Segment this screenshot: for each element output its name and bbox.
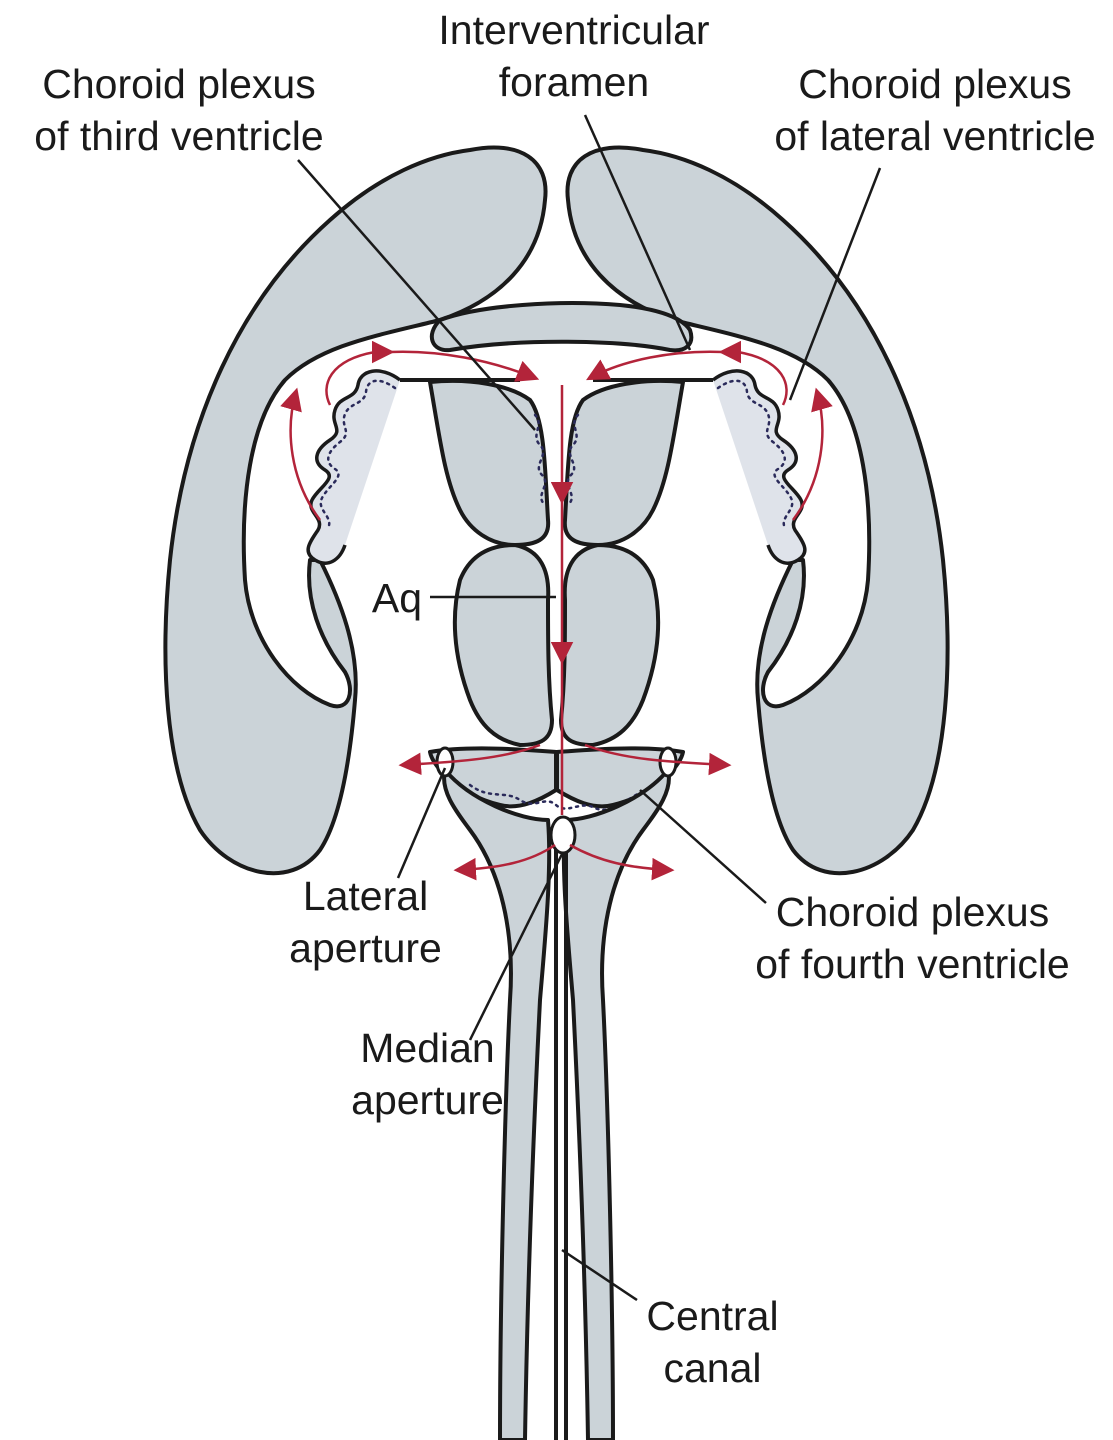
label-choroid-plexus-fourth-line2: of fourth ventricle: [740, 938, 1085, 990]
label-choroid-plexus-lateral-line1: Choroid plexus: [760, 58, 1110, 110]
label-median-aperture: Median aperture: [340, 1022, 515, 1126]
label-choroid-plexus-lateral: Choroid plexus of lateral ventricle: [760, 58, 1110, 162]
label-interventricular-foramen: Interventricular foramen: [425, 4, 723, 108]
label-central-canal-line2: canal: [630, 1342, 795, 1394]
label-interventricular-foramen-line1: Interventricular: [425, 4, 723, 56]
label-interventricular-foramen-line2: foramen: [425, 56, 723, 108]
label-choroid-plexus-third-line2: of third ventricle: [14, 110, 344, 162]
median-aperture-opening: [551, 817, 575, 853]
label-choroid-plexus-lateral-line2: of lateral ventricle: [760, 110, 1110, 162]
label-aqueduct-text: Aq: [362, 572, 432, 624]
label-lateral-aperture-line1: Lateral: [278, 870, 453, 922]
csf-flow-right-to-third: [590, 352, 723, 378]
label-choroid-plexus-third-line1: Choroid plexus: [14, 58, 344, 110]
left-thalamus: [430, 381, 548, 545]
label-choroid-plexus-fourth-line1: Choroid plexus: [740, 886, 1085, 938]
right-thalamus: [565, 381, 683, 545]
left-midbrain: [455, 545, 552, 745]
label-lateral-aperture-line2: aperture: [278, 922, 453, 974]
leader-lateral-aperture: [398, 768, 445, 878]
label-central-canal-line1: Central: [630, 1290, 795, 1342]
label-choroid-plexus-fourth: Choroid plexus of fourth ventricle: [740, 886, 1085, 990]
label-choroid-plexus-third: Choroid plexus of third ventricle: [14, 58, 344, 162]
left-lateral-choroid-plexus: [308, 371, 400, 563]
central-canal: [556, 820, 566, 1440]
label-median-aperture-line2: aperture: [340, 1074, 515, 1126]
foramen-bridge: [432, 303, 691, 350]
label-median-aperture-line1: Median: [340, 1022, 515, 1074]
label-lateral-aperture: Lateral aperture: [278, 870, 453, 974]
right-midbrain: [561, 545, 658, 745]
label-aqueduct: Aq: [362, 572, 432, 624]
csf-flow-left-to-third: [390, 352, 535, 378]
label-central-canal: Central canal: [630, 1290, 795, 1394]
